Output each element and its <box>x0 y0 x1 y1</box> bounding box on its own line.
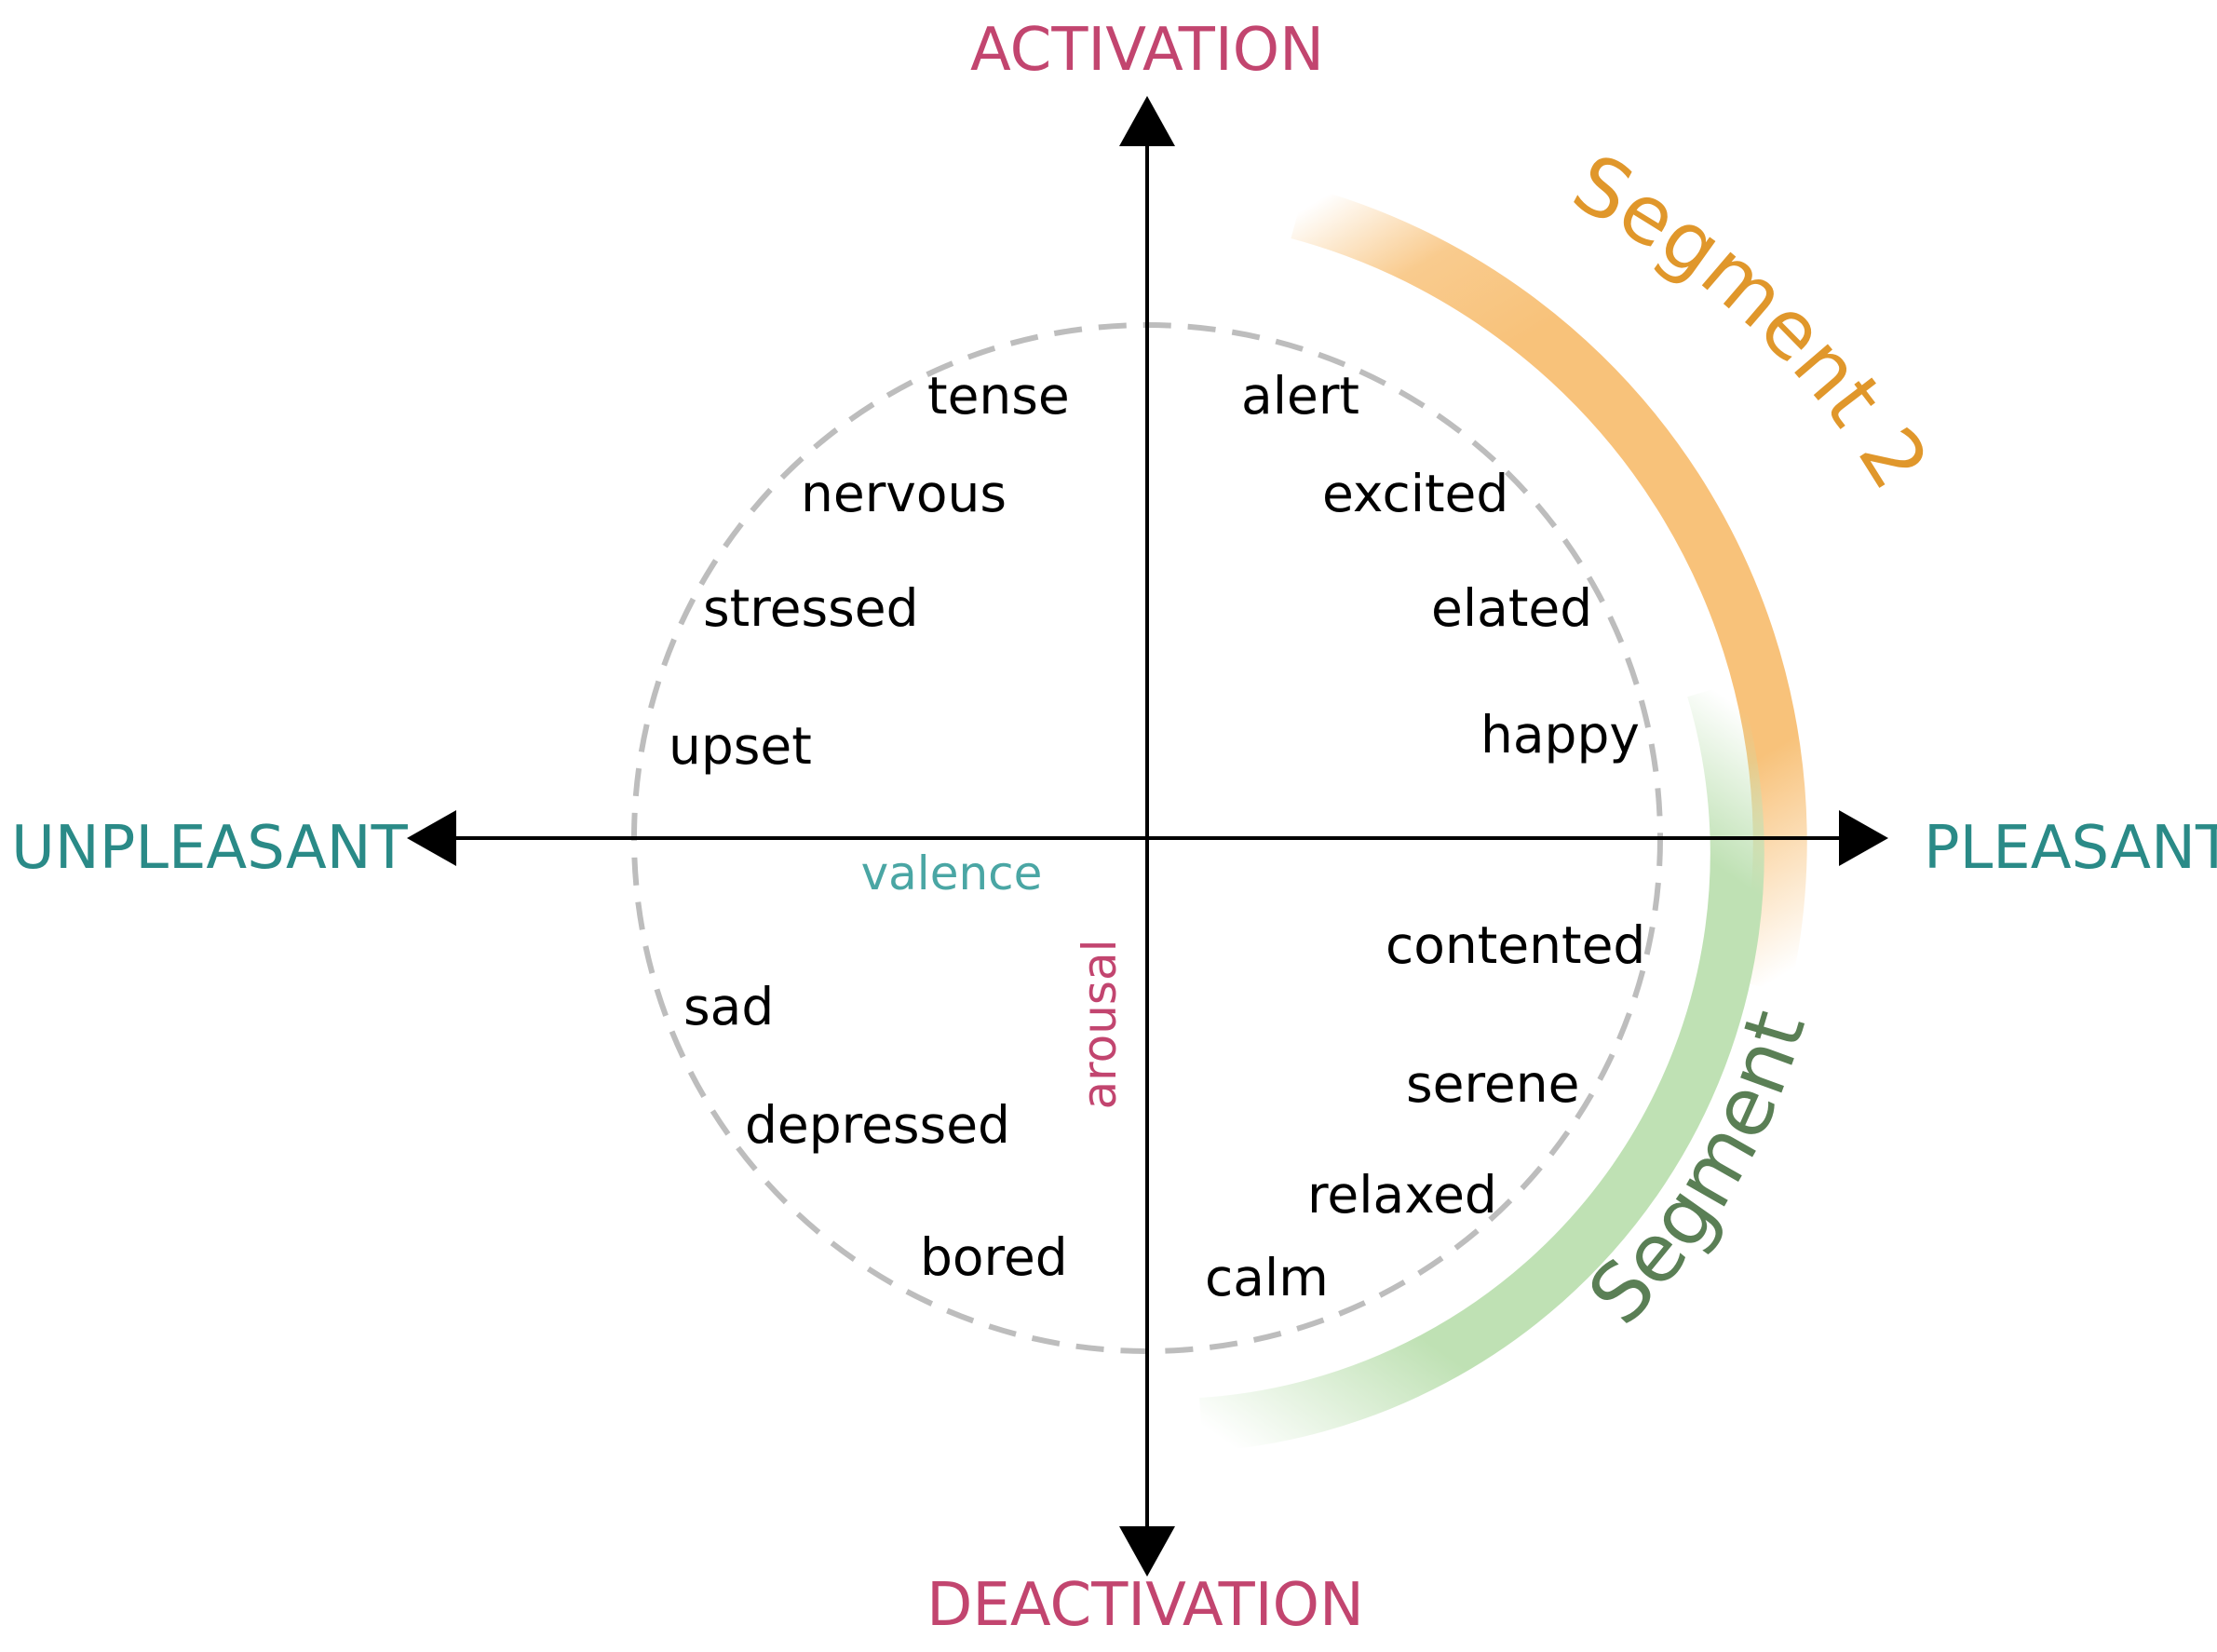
emotion-upset: upset <box>669 716 812 776</box>
axis-label-bottom: DEACTIVATION <box>926 1571 1364 1640</box>
emotion-elated: elated <box>1431 578 1592 638</box>
emotion-happy: happy <box>1480 705 1640 765</box>
emotion-excited: excited <box>1322 464 1508 523</box>
axis-label-left: UNPLEASANT <box>11 814 409 883</box>
emotion-alert: alert <box>1241 366 1359 426</box>
emotion-sad: sad <box>683 977 774 1036</box>
emotion-relaxed: relaxed <box>1307 1165 1497 1225</box>
emotion-contented: contented <box>1386 915 1645 975</box>
valence-label: valence <box>861 846 1043 900</box>
emotion-nervous: nervous <box>801 464 1007 523</box>
emotion-stressed: stressed <box>703 578 919 638</box>
emotion-calm: calm <box>1205 1248 1329 1307</box>
axis-label-top: ACTIVATION <box>970 16 1324 85</box>
arousal-label: arousal <box>1073 940 1127 1110</box>
arrow-right-icon <box>1839 810 1888 866</box>
segment-1-arc <box>1199 681 1764 1452</box>
emotion-bored: bored <box>920 1227 1068 1287</box>
emotion-serene: serene <box>1406 1054 1579 1114</box>
arrow-left-icon <box>407 810 456 866</box>
segment-2-arc <box>1291 186 1807 994</box>
emotion-depressed: depressed <box>745 1095 1010 1155</box>
axis-label-right: PLEASANT <box>1924 814 2217 883</box>
arrow-down-icon <box>1119 1526 1175 1577</box>
arrow-up-icon <box>1119 96 1175 146</box>
emotion-tense: tense <box>927 366 1070 426</box>
